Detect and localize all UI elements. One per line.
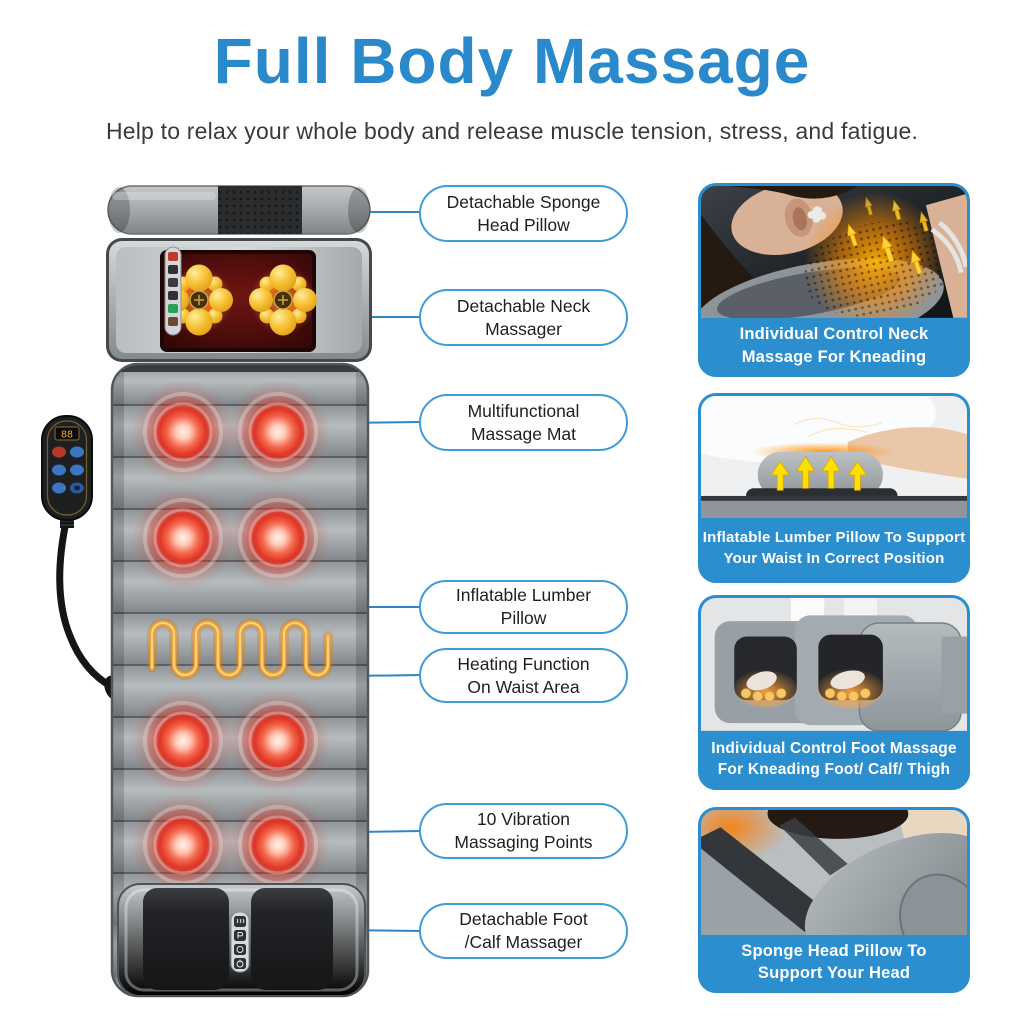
massage-ball-cluster [249,264,317,336]
head-pillow-photo [701,810,967,935]
inflate-arrow-icons [770,455,867,491]
neck-power-button [168,252,178,261]
vibration-point [131,380,235,484]
neck-heat-button [168,304,178,313]
neck-massage-photo [701,186,967,318]
remote-control: 88 [41,415,124,701]
heat-arrow-icons [847,196,929,275]
foot [830,670,865,690]
remote-cable [56,521,114,691]
remote-intensity-down-button [70,464,84,476]
mat-body [110,362,370,998]
vibration-point [226,689,330,793]
massage-rollers [740,688,871,702]
vibration-point [226,380,330,484]
strap [779,817,848,876]
vibration-points [131,380,330,897]
remote-heat-button [52,482,66,494]
foot-pocket-right [251,888,333,990]
callout-foot-massager: Detachable Foot/Calf Massager [419,903,628,959]
foot-heat-button [234,916,246,927]
vibration-point [226,486,330,590]
lumber-pillow-photo [701,396,967,519]
vibration-point [131,689,235,793]
neck-timer-button [168,317,178,326]
page-title: Full Body Massage [213,25,811,97]
head-pillow [107,185,371,235]
foot-power-button [234,958,246,969]
foot-timer-button [234,944,246,955]
vibration-point [131,486,235,590]
heating-coil [147,618,333,680]
remote-power-button [52,446,66,458]
vibration-point [226,793,330,897]
neck-massager-control-panel [164,246,182,336]
arm-skin [925,193,967,318]
foot-massager-control-panel [230,911,250,973]
page-subtitle: Help to relax your whole body and releas… [105,118,919,144]
remote-display-window [54,426,80,441]
neck-speed-button [168,291,178,300]
foot-pocket-left [143,888,229,990]
neck-massager [106,238,372,362]
remote-buttons [52,446,84,494]
neck-mode-button [168,265,178,274]
foot [746,671,777,691]
remote-intensity-up-button [52,464,66,476]
foot-massager [117,883,366,997]
vibration-point [131,793,235,897]
energy-lines [793,418,883,437]
remote-mode-button [70,446,84,458]
neck-direction-button [168,278,178,287]
mat-base [701,495,967,519]
remote-display: 88 [61,430,73,441]
foot-massage-photo [701,598,967,731]
lumber-pillow [757,451,883,498]
arm-skin [847,427,967,479]
